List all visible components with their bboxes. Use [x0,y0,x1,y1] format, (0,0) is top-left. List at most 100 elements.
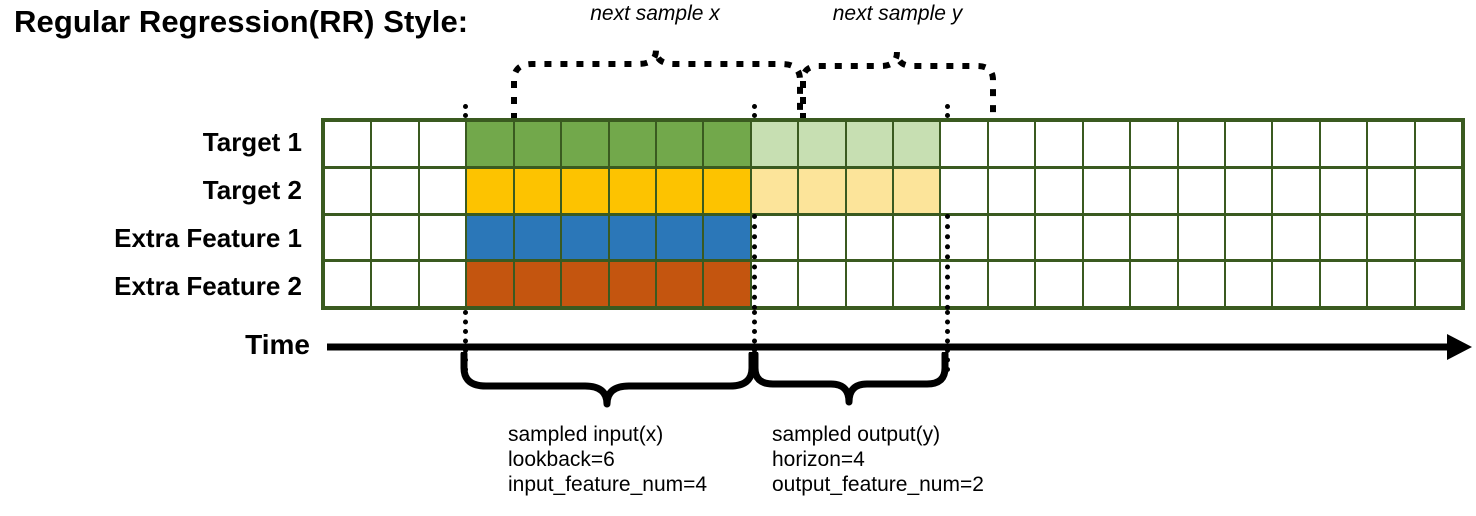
grid-row-target-2 [325,168,1462,213]
grid-cell-r1-c24 [1415,122,1462,166]
bottom-braces [460,352,949,408]
grid-cell-r1-c9 [704,122,750,166]
grid-cell-r1-c15 [988,122,1035,166]
grid-cell-r3-c1 [325,215,371,260]
grid-cell-r1-c3 [419,122,466,166]
row-label-column: Target 1 Target 2 Extra Feature 1 Extra … [0,118,310,310]
grid-cell-r3-c22 [1320,215,1367,260]
caption-input-lookback: lookback=6 [508,448,615,471]
grid-cell-r1-c11 [799,122,845,166]
grid-cell-r2-c7 [609,168,655,213]
grid-cell-r4-c19 [1178,262,1225,306]
annotation-next-sample-y: next sample y [832,2,963,25]
grid-cell-r3-c2 [372,215,418,260]
caption-input-feature-num: input_feature_num=4 [508,473,708,496]
grid-cell-r1-c21 [1273,122,1319,166]
time-axis-arrow [327,334,1472,360]
grid-cell-r4-c9 [704,262,750,306]
grid-cell-r1-c10 [751,122,798,166]
grid-cell-r4-c22 [1320,262,1367,306]
grid-cell-r4-c8 [656,262,703,306]
grid-cell-r2-c2 [372,168,418,213]
grid-cell-r1-c12 [846,122,893,166]
grid-cell-r1-c8 [656,122,703,166]
grid-cell-r2-c22 [1320,168,1367,213]
caption-sampled-input: sampled input(x) lookback=6 input_featur… [508,422,707,497]
grid-cell-r2-c11 [799,168,845,213]
grid-cell-r1-c1 [325,122,371,166]
caption-input-title: sampled input(x) [508,423,664,446]
grid-cell-r3-c12 [846,215,893,260]
caption-sampled-output: sampled output(y) horizon=4 output_featu… [772,422,984,497]
grid-cell-r4-c11 [799,262,845,306]
top-dotted-braces [511,49,996,120]
grid-cell-r2-c16 [1036,168,1082,213]
grid-cell-r2-c15 [988,168,1035,213]
grid-cell-r2-c8 [656,168,703,213]
grid-cell-r4-c5 [514,262,561,306]
grid-cell-r4-c17 [1083,262,1130,306]
grid-cell-r3-c10 [751,215,798,260]
grid-cell-r1-c4 [467,122,513,166]
row-label-target-1: Target 1 [202,127,302,157]
grid-cell-r4-c3 [419,262,466,306]
grid-cell-r1-c22 [1320,122,1367,166]
guide-line-input-start-lower [463,310,468,372]
grid-cell-r2-c23 [1368,168,1414,213]
guide-line-input-end [752,104,757,118]
grid-cell-r4-c16 [1036,262,1082,306]
grid-cell-r3-c23 [1368,215,1414,260]
grid-cell-r1-c14 [941,122,987,166]
row-label-extra-feature-1: Extra Feature 1 [114,223,302,253]
page-title: Regular Regression(RR) Style: [14,4,469,39]
caption-output-title: sampled output(y) [772,423,941,446]
grid-cell-r4-c10 [751,262,798,306]
grid-cell-r2-c12 [846,168,893,213]
guide-line-output-end-lower [945,310,950,372]
grid-cell-r4-c21 [1273,262,1319,306]
grid-cell-r3-c4 [467,215,513,260]
grid-cell-r4-c7 [609,262,655,306]
grid-cell-r1-c2 [372,122,418,166]
grid-cell-r2-c14 [941,168,987,213]
grid-row-extra-feature-1 [325,215,1462,260]
grid-cell-r3-c6 [562,215,608,260]
grid-cell-r2-c5 [514,168,561,213]
grid-cell-r1-c19 [1178,122,1225,166]
grid-cell-r3-c7 [609,215,655,260]
grid-cell-r3-c17 [1083,215,1130,260]
grid-cell-r4-c1 [325,262,371,306]
row-label-target-2: Target 2 [202,175,302,205]
grid-cell-r3-c21 [1273,215,1319,260]
grid-cell-r1-c17 [1083,122,1130,166]
row-label-extra-feature-2: Extra Feature 2 [114,271,302,301]
caption-output-feature-num: output_feature_num=2 [772,473,984,496]
grid-row-target-1 [325,122,1462,166]
guide-line-input-start [463,104,468,118]
grid-cell-r1-c18 [1131,122,1177,166]
timeseries-grid [321,118,1465,310]
grid-cell-r3-c16 [1036,215,1082,260]
grid-cell-r2-c19 [1178,168,1225,213]
grid-cell-r1-c5 [514,122,561,166]
grid-cell-r4-c13 [894,262,940,306]
grid-cell-r4-c18 [1131,262,1177,306]
grid-cell-r1-c16 [1036,122,1082,166]
grid-cell-r4-c12 [846,262,893,306]
grid-cell-r3-c24 [1415,215,1462,260]
grid-cell-r2-c9 [704,168,750,213]
grid-cell-r2-c17 [1083,168,1130,213]
grid-cell-r3-c3 [419,215,466,260]
grid-cell-r3-c13 [894,215,940,260]
grid-cell-r4-c6 [562,262,608,306]
grid-cell-r3-c11 [799,215,845,260]
grid-cell-r2-c13 [894,168,940,213]
annotation-next-sample-x: next sample x [590,2,720,25]
grid-cell-r2-c20 [1226,168,1272,213]
guide-line-input-end-rows34 [752,214,757,310]
grid-cell-r2-c4 [467,168,513,213]
guide-line-input-end-lower [752,310,757,372]
grid-cell-r3-c19 [1178,215,1225,260]
grid-cell-r2-c6 [562,168,608,213]
grid-cell-r4-c15 [988,262,1035,306]
